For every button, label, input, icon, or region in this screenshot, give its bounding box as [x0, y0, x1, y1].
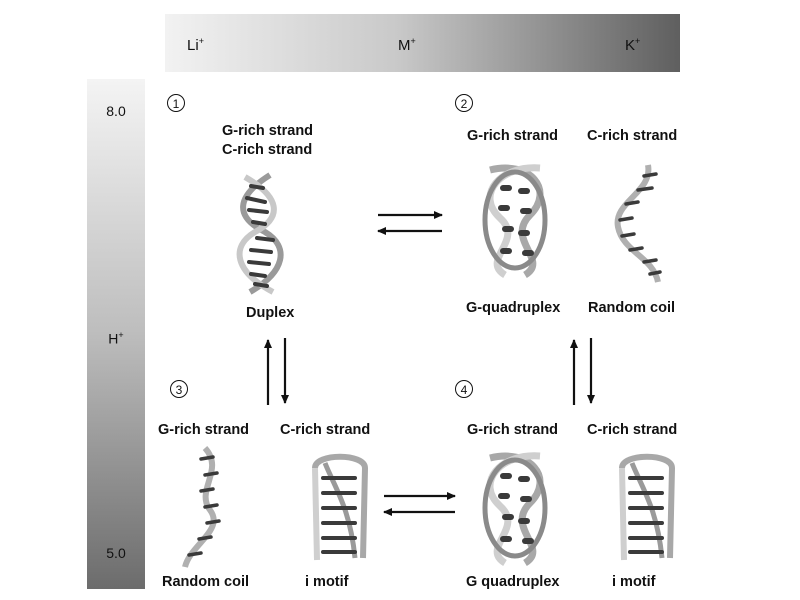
state2-coil-label: Random coil — [588, 300, 676, 316]
state3-imotif-label: i motif — [305, 574, 349, 590]
ph-gradient-bar: 8.0 H+ 5.0 — [87, 79, 145, 589]
state-number-2: 2 — [455, 94, 473, 112]
state3-g-rich-label: G-rich strand — [158, 422, 250, 438]
ph-high-label: 8.0 — [106, 103, 126, 119]
i-motif-icon-2 — [619, 453, 676, 561]
state2-gquad-label: G-quadruplex — [466, 300, 561, 316]
state2-g-rich-label: G-rich strand — [467, 128, 559, 144]
m-ion-label: M+ — [398, 36, 416, 54]
state1-c-rich-label: C-rich strand — [222, 142, 313, 158]
state-number-1: 1 — [167, 94, 185, 112]
state-number-3: 3 — [170, 380, 188, 398]
state4-g-rich-label: G-rich strand — [467, 422, 559, 438]
i-motif-icon — [312, 453, 369, 561]
cation-gradient-bar: Li+ M+ K+ — [165, 14, 680, 72]
li-ion-label: Li+ — [187, 36, 204, 54]
random-coil-icon — [614, 164, 662, 283]
state-number-4: 4 — [455, 380, 473, 398]
g-quadruplex-icon-2 — [482, 452, 548, 566]
state3-coil-label: Random coil — [162, 574, 250, 590]
state3-c-rich-label: C-rich strand — [280, 422, 371, 438]
random-coil-icon-2 — [182, 445, 221, 568]
proton-label: H+ — [108, 330, 124, 347]
ph-low-label: 5.0 — [106, 545, 126, 561]
g-quadruplex-icon — [482, 164, 548, 278]
double-helix-icon — [236, 172, 284, 295]
state1-duplex-label: Duplex — [246, 305, 295, 321]
state4-gquad-label: G quadruplex — [466, 574, 560, 590]
state4-c-rich-label: C-rich strand — [587, 422, 678, 438]
state1-g-rich-label: G-rich strand — [222, 123, 314, 139]
state4-imotif-label: i motif — [612, 574, 656, 590]
k-ion-label: K+ — [625, 36, 641, 54]
state2-c-rich-label: C-rich strand — [587, 128, 678, 144]
